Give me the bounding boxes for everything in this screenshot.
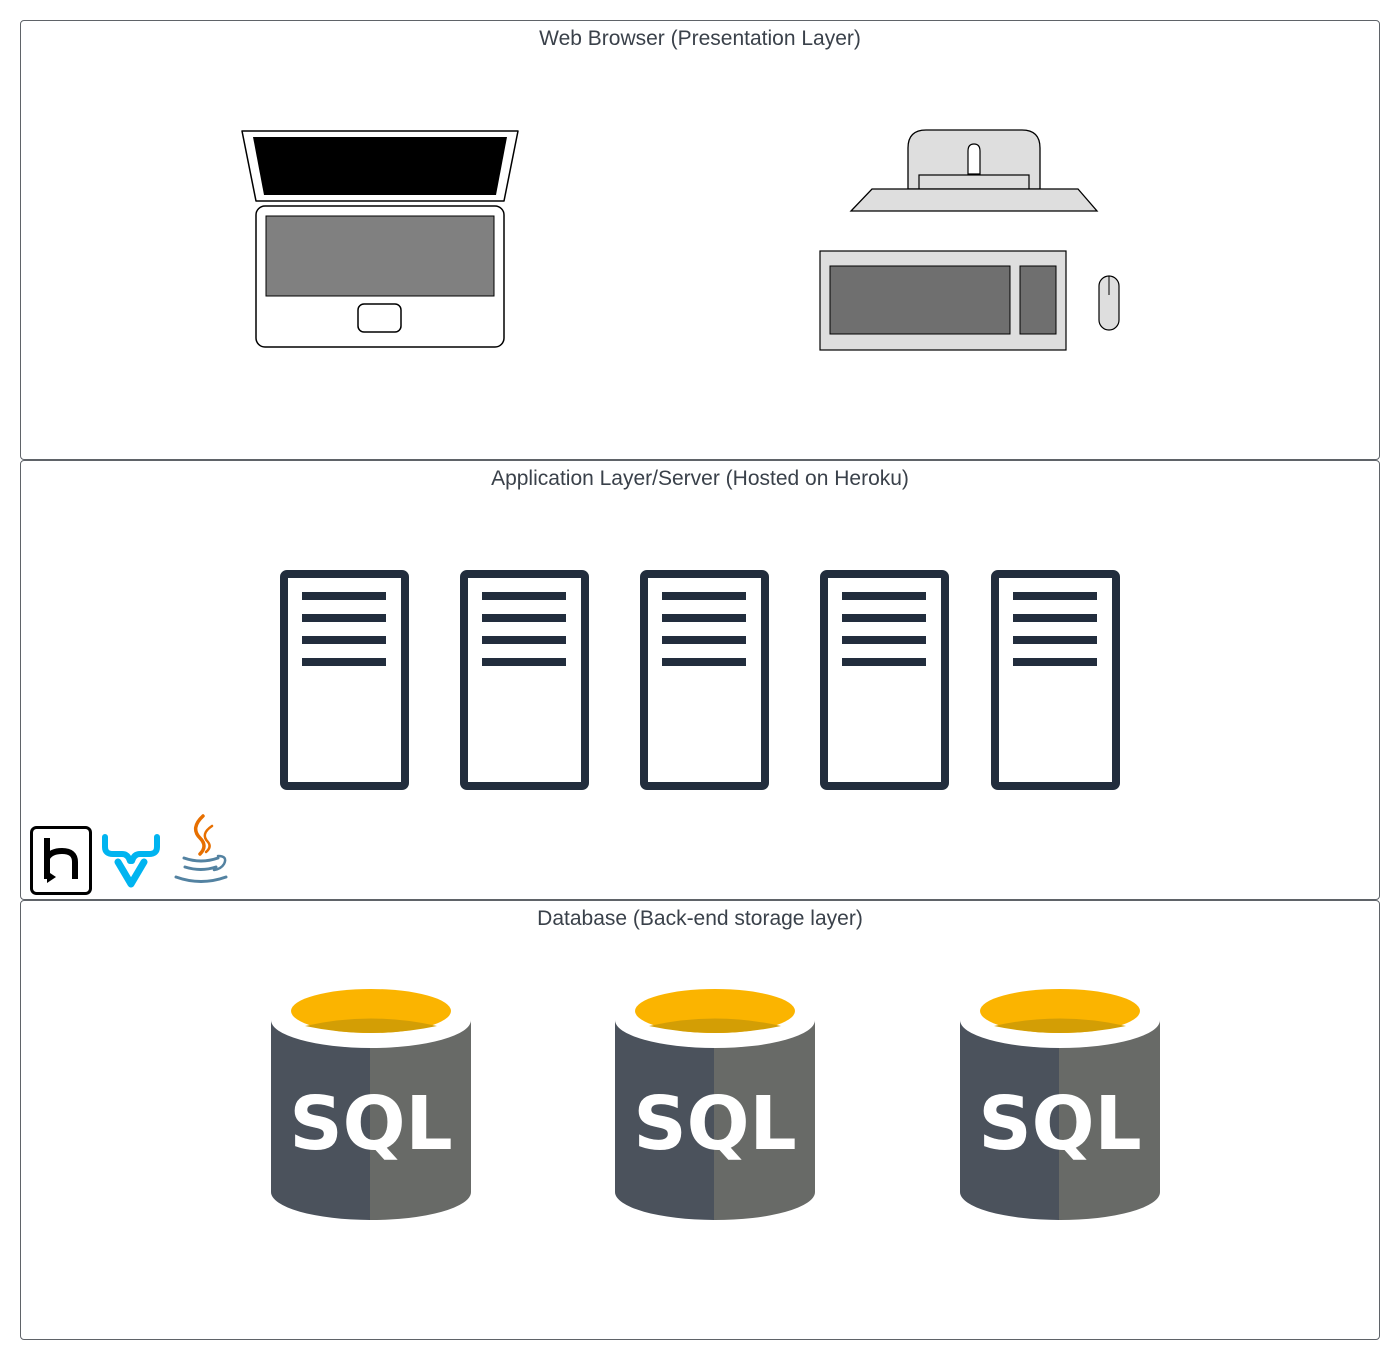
sql-label: SQL: [289, 1081, 452, 1167]
keyboard-icon: [819, 250, 1120, 351]
server-icon: [820, 570, 949, 790]
sql-label: SQL: [978, 1081, 1141, 1167]
sql-database-icon: SQL: [960, 989, 1160, 1221]
server-icon: [640, 570, 769, 790]
vaadin-logo: [102, 834, 160, 888]
presentation-layer-title: Web Browser (Presentation Layer): [539, 27, 861, 50]
database-layer-title: Database (Back-end storage layer): [537, 907, 863, 930]
sql-database-icon: SQL: [615, 989, 815, 1221]
application-layer-title: Application Layer/Server (Hosted on Hero…: [491, 467, 909, 490]
desktop-computer-icon: [849, 129, 1099, 212]
laptop-icon: [241, 130, 519, 348]
sql-database-icon: SQL: [271, 989, 471, 1221]
server-icon: [991, 570, 1120, 790]
server-icon: [460, 570, 589, 790]
server-icon: [280, 570, 409, 790]
presentation-layer: Web Browser (Presentation Layer): [20, 20, 1380, 460]
java-logo: [174, 814, 228, 883]
sql-label: SQL: [633, 1081, 796, 1167]
heroku-logo: [30, 826, 92, 895]
